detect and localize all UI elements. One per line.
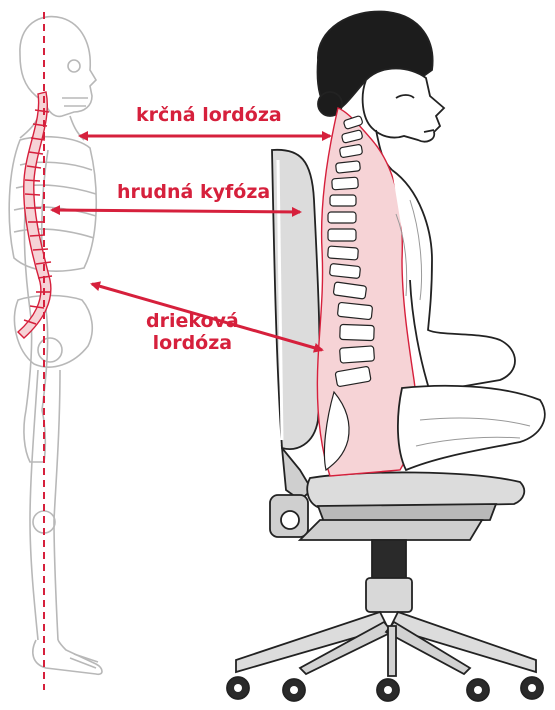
seated-woman-spine-icon — [317, 12, 544, 476]
lumbar-label-line2: lordóza — [146, 332, 239, 354]
lumbar-label-line1: drieková — [146, 310, 239, 332]
standing-skeleton-icon — [9, 17, 102, 675]
thoracic-kyphosis-label: hrudná kyfóza — [117, 181, 270, 203]
standing-spine — [18, 92, 52, 338]
lumbar-lordosis-label: drieková lordóza — [146, 310, 239, 354]
cervical-lordosis-label: krčná lordóza — [136, 104, 282, 126]
thoracic-arrow — [52, 210, 300, 212]
